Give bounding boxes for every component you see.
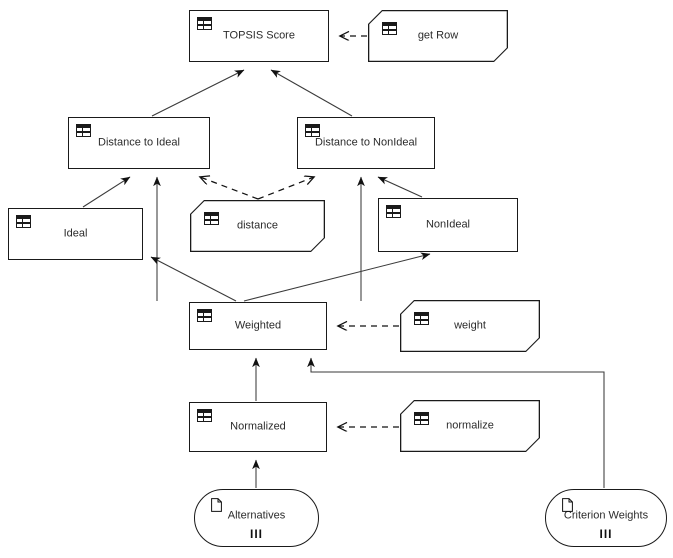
table-icon: [382, 22, 397, 35]
table-icon: [76, 124, 91, 137]
node-normalize[interactable]: normalize: [400, 400, 540, 452]
node-label: Criterion Weights: [563, 509, 649, 522]
node-weighted[interactable]: Weighted: [189, 302, 327, 350]
table-icon: [386, 205, 401, 218]
document-icon: [562, 498, 573, 512]
table-icon: [414, 312, 429, 325]
edge-distance-dideal: [200, 177, 259, 200]
columns-glyph: III: [249, 527, 263, 541]
node-label: get Row: [417, 29, 459, 42]
table-icon: [204, 212, 219, 225]
edge-weighted-ideal: [150, 256, 237, 302]
node-label: weight: [454, 319, 486, 332]
node-label: Distance to Ideal: [98, 136, 180, 149]
edge-ideal-dideal: [82, 176, 131, 208]
node-distance[interactable]: distance: [190, 200, 325, 252]
edge-distance-dnonideal: [257, 177, 314, 200]
table-icon: [414, 412, 429, 425]
node-topsis-score[interactable]: TOPSIS Score: [189, 10, 329, 62]
node-normalized[interactable]: Normalized: [189, 402, 327, 452]
node-distance-to-nonideal[interactable]: Distance to NonIdeal: [297, 117, 435, 169]
edge-dideal-topsis: [151, 69, 245, 117]
node-label: Normalized: [230, 420, 286, 433]
columns-glyph: III: [599, 527, 613, 541]
node-body: [369, 11, 506, 60]
node-label: TOPSIS Score: [223, 29, 295, 42]
node-distance-to-ideal[interactable]: Distance to Ideal: [68, 117, 210, 169]
edge-nonideal-dnonideal: [377, 176, 423, 198]
node-label: Weighted: [234, 319, 282, 332]
node-body: [401, 301, 538, 350]
node-ideal[interactable]: Ideal: [8, 208, 143, 260]
table-icon: [197, 409, 212, 422]
table-icon: [305, 124, 320, 137]
node-label: Alternatives: [227, 509, 286, 522]
table-icon: [197, 17, 212, 30]
node-body: [401, 401, 538, 450]
table-icon: [16, 215, 31, 228]
node-label: Distance to NonIdeal: [314, 136, 418, 149]
node-body: [191, 201, 323, 250]
node-weight[interactable]: weight: [400, 300, 540, 352]
document-icon: [211, 498, 222, 512]
node-label: distance: [237, 219, 278, 232]
table-icon: [197, 309, 212, 322]
node-nonideal[interactable]: NonIdeal: [378, 198, 518, 252]
node-label: Ideal: [63, 227, 88, 240]
edge-weighted-nonideal: [243, 252, 431, 302]
node-get-row[interactable]: get Row: [368, 10, 508, 62]
node-criterion-weights[interactable]: Criterion Weights III: [545, 489, 667, 547]
node-label: NonIdeal: [425, 218, 471, 231]
node-alternatives[interactable]: Alternatives III: [194, 489, 319, 547]
edge-dnonideal-topsis: [270, 69, 353, 117]
